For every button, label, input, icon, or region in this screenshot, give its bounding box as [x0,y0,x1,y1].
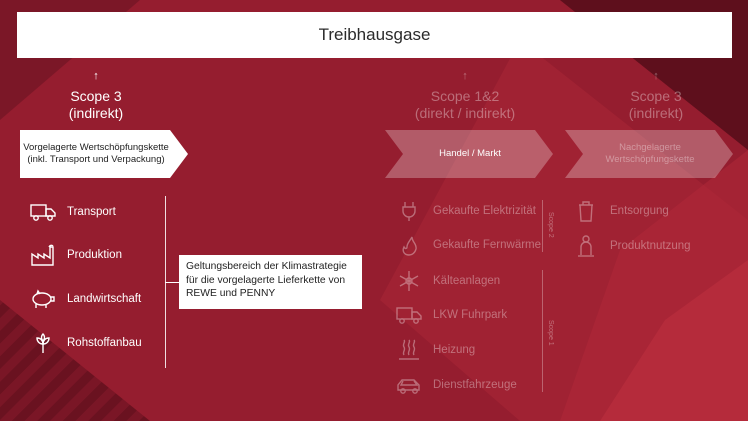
factory-icon [29,244,57,266]
scope1-bracket [542,270,543,392]
arrow-up-icon: ↑ [462,70,468,82]
pig-icon [29,288,57,310]
list-item: Heizung [395,339,475,361]
item-label: Transport [67,206,116,218]
scope-title: Scope 1&2 [430,88,500,104]
list-item: Kälteanlagen [395,270,500,292]
chevron-direct: Handel / Markt [395,130,545,178]
scope-title: Scope 3 [70,88,122,104]
list-item: Dienstfahrzeuge [395,374,517,396]
list-item: Gekaufte Fernwärme [395,234,541,256]
item-label: Dienstfahrzeuge [433,379,517,391]
scope-subtitle: (indirekt) [68,105,124,121]
scope-subtitle: (indirekt) [628,105,684,121]
chevron-upstream: Vorgelagerte Wertschöpfungskette (inkl. … [20,130,172,178]
bracket-connector [165,282,179,283]
item-label: Gekaufte Fernwärme [433,239,542,251]
item-label: Produktion [67,249,122,261]
list-item: Landwirtschaft [29,288,141,310]
item-label: Gekaufte Elektrizität [433,205,536,217]
scope-callout: Geltungsbereich der Klimastrategie für d… [179,255,362,309]
bin-icon [572,200,600,222]
scope-header-upstream: ↑ Scope 3 (indirekt) [46,70,146,122]
chevron-upstream-line2: (inkl. Transport und Verpackung) [27,154,165,165]
chevron-direct-label: Handel / Markt [439,148,501,159]
list-item: Transport [29,201,116,223]
plant-icon [29,332,57,354]
list-item: Entsorgung [572,200,669,222]
item-label: Rohstoffanbau [67,337,142,349]
truck-icon [29,201,57,223]
list-item: Rohstoffanbau [29,332,142,354]
chevron-upstream-line1: Vorgelagerte Wertschöpfungskette [23,142,169,153]
list-item: Produktion [29,244,122,266]
list-item: Produktnutzung [572,235,691,257]
title-bar: Treibhausgase [17,12,732,58]
heat-icon [395,339,423,361]
scope2-side-label: Scope 2 [547,212,554,238]
truck-icon [395,304,423,326]
item-label: Entsorgung [610,205,669,217]
callout-line1: Geltungsbereich der Klimastrategie [186,261,347,272]
car-icon [395,374,423,396]
person-icon [572,235,600,257]
scope-title: Scope 3 [630,88,682,104]
arrow-up-icon: ↑ [653,70,659,82]
item-label: Heizung [433,344,476,356]
scope-header-direct: ↑ Scope 1&2 (direkt / indirekt) [400,70,530,122]
list-item: Gekaufte Elektrizität [395,200,536,222]
scope1-side-label: Scope 1 [547,320,554,346]
page-title: Treibhausgase [318,25,431,44]
callout-line3: REWE und PENNY [186,288,276,299]
flame-icon [395,234,423,256]
item-label: Landwirtschaft [67,293,142,305]
scope2-bracket [542,200,543,252]
item-label: LKW Fuhrpark [433,309,508,321]
callout-line2: für die vorgelagerte Lieferkette von [186,274,346,286]
arrow-up-icon: ↑ [93,70,99,82]
chevron-direct-shape [385,130,553,178]
plug-icon [395,200,423,222]
snowflake-icon [395,270,423,292]
scope-subtitle: (direkt / indirekt) [414,105,516,121]
item-label: Kälteanlagen [433,275,501,287]
chevron-downstream-line1: Nachgelagerte [619,142,681,153]
scope-header-downstream: ↑ Scope 3 (indirekt) [606,70,706,122]
item-label: Produktnutzung [610,240,691,252]
chevron-downstream-shape [565,130,733,178]
list-item: LKW Fuhrpark [395,304,507,326]
chevron-downstream: Nachgelagerte Wertschöpfungskette [575,130,725,178]
chevron-downstream-line2: Wertschöpfungskette [605,154,695,165]
chevron-upstream-shape [20,130,188,178]
